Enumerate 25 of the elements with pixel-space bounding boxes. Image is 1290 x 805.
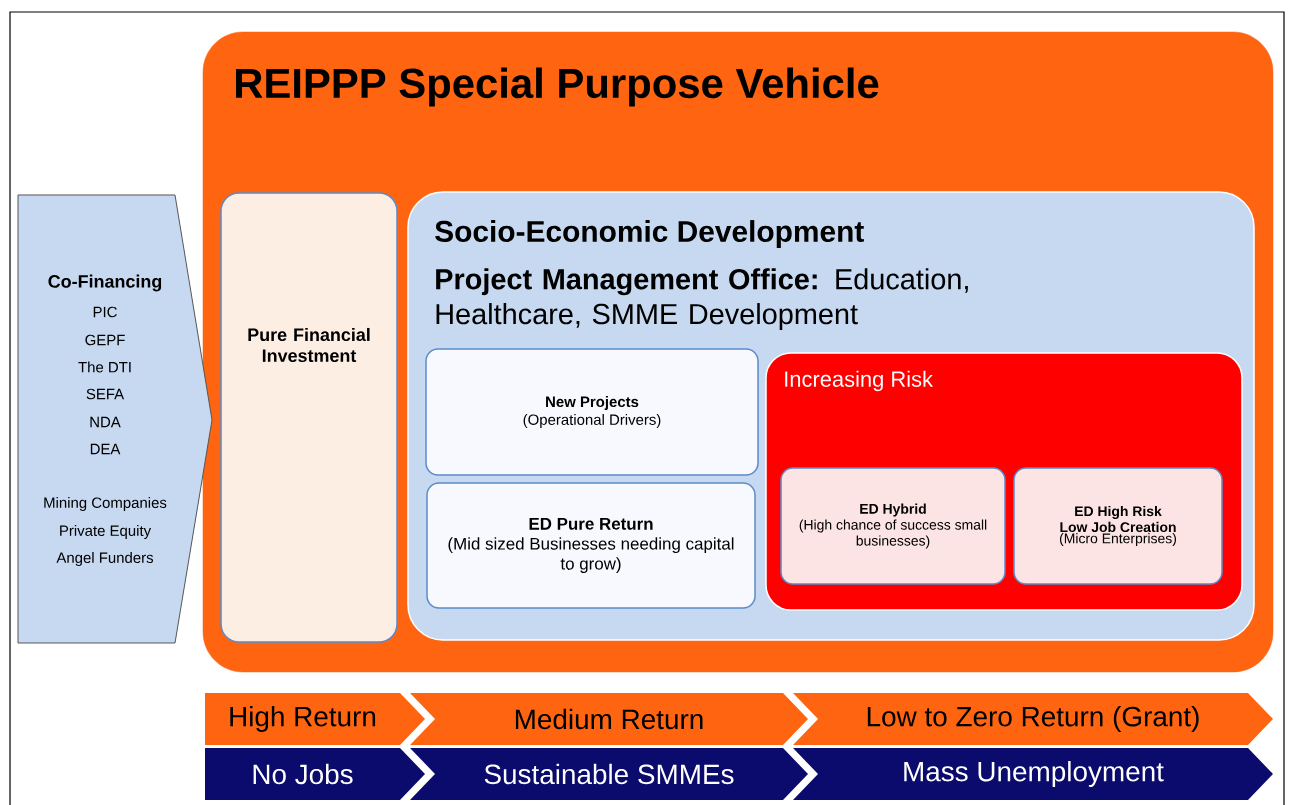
project-box: ED High Risk Low Job Creation (Micro Enterprises) — [1013, 467, 1223, 585]
title-heading: REIPPP Special Purpose Vehicle — [236, 67, 879, 107]
banner-segment: Mass Unemployment — [793, 748, 1273, 800]
heading: Pure Financial Investment — [248, 327, 370, 363]
subheading: Project Management Office: Education, Healthcare, SMME Development — [436, 268, 968, 330]
heading: Socio-Economic Development — [435, 220, 864, 248]
banner-segment: Low to Zero Return (Grant) — [793, 693, 1273, 745]
list-item: SEFA — [86, 388, 125, 400]
banner-segment: Sustainable SMMEs — [410, 748, 808, 800]
list-item: Angel Funders — [56, 552, 154, 566]
banner-segment: Medium Return — [410, 693, 808, 745]
list-item: Private Equity — [60, 525, 152, 539]
list-item: Mining Companies — [44, 497, 167, 511]
list-item: PIC — [93, 306, 117, 318]
heading: Increasing Risk — [785, 370, 934, 392]
list-item: NDA — [90, 416, 121, 428]
project-box: New Projects (Operational Drivers) — [425, 348, 759, 476]
banner-segment: High Return — [205, 693, 425, 745]
list-item: DEA — [90, 443, 121, 455]
list-item: GEPF — [85, 334, 125, 346]
heading: Co-Financing — [48, 274, 162, 292]
list-item: The DTI — [78, 361, 131, 373]
banner-segment: No Jobs — [205, 748, 425, 800]
project-box: ED Hybrid (High chance of success small businesses) — [780, 467, 1006, 585]
project-box: ED Pure Return (Mid sized Businesses needing capital to grow) — [426, 482, 756, 609]
